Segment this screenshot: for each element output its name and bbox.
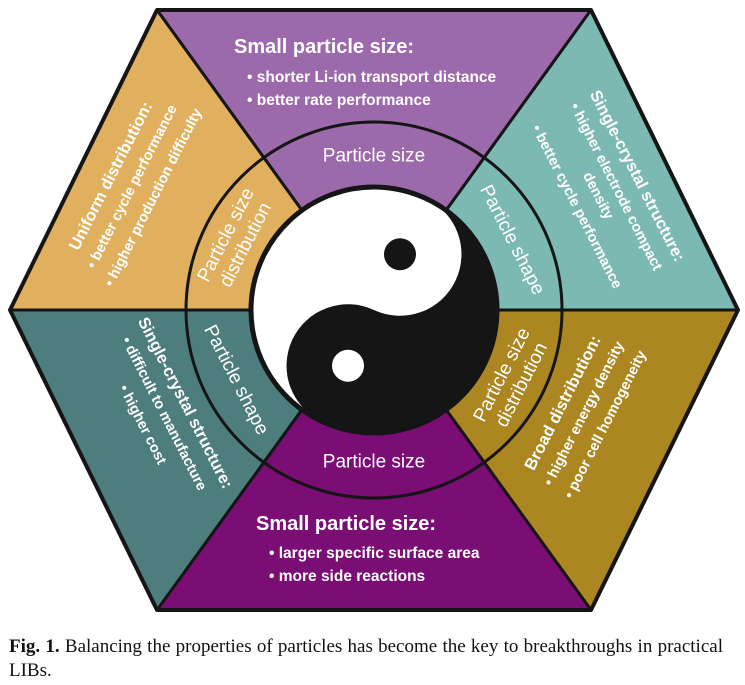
- ring-label-bottom: Particle size: [323, 452, 425, 473]
- figure-caption: Fig. 1. Balancing the properties of part…: [0, 625, 731, 684]
- hexagon-outline: [8, 8, 740, 612]
- ring-circle: [184, 120, 564, 500]
- sector-top-text: Small particle size: • shorter Li-ion tr…: [234, 36, 497, 109]
- sector-bullet: • more side reactions: [269, 568, 425, 585]
- yin-yang-icon: [248, 184, 500, 436]
- hexagon-diagram: Particle size Particle size distribution…: [8, 8, 740, 612]
- sector-bottom-text: Small particle size: • larger specific s…: [256, 513, 480, 585]
- yang-dot-icon: [332, 349, 365, 382]
- ring-label-top: Particle size: [323, 146, 425, 167]
- caption-label: Fig. 1.: [9, 636, 60, 657]
- sector-title: Small particle size:: [256, 513, 436, 535]
- sector-bullet: • larger specific surface area: [269, 545, 480, 562]
- yin-dot-icon: [383, 238, 416, 271]
- sector-bullet: • shorter Li-ion transport distance: [247, 69, 497, 86]
- caption-text: Balancing the properties of particles ha…: [9, 636, 723, 682]
- sector-bullet: • better rate performance: [247, 92, 431, 109]
- sector-title: Small particle size:: [234, 36, 414, 58]
